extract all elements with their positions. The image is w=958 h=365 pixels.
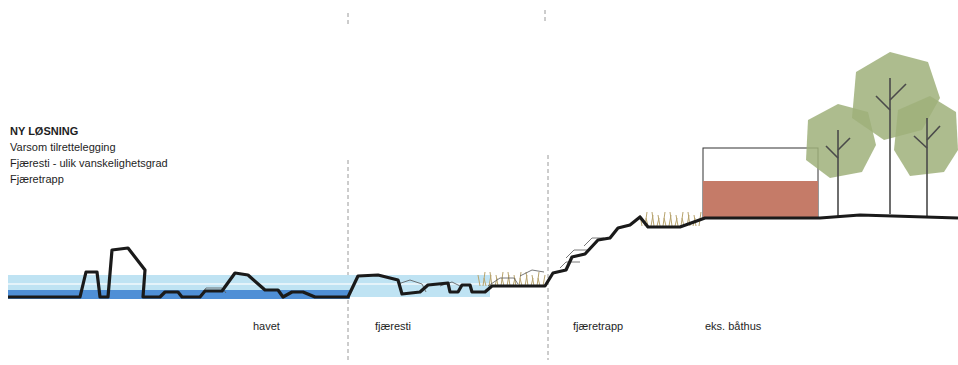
note-text: Fjæretrapp (10, 173, 64, 186)
boathouse (703, 148, 818, 218)
zone-label: fjæretrapp (573, 320, 623, 333)
zone-label: havet (253, 320, 280, 333)
ground-profile (8, 215, 958, 297)
zone-label: fjæresti (375, 320, 411, 333)
note-text: Varsom tilrettelegging (10, 141, 116, 154)
divider-lines (348, 10, 548, 360)
heading: NY LØSNING (10, 125, 78, 138)
note-text: Fjæresti - ulik vanskelighetsgrad (10, 157, 168, 170)
zone-label: eks. båthus (705, 320, 761, 333)
trees (806, 52, 958, 216)
